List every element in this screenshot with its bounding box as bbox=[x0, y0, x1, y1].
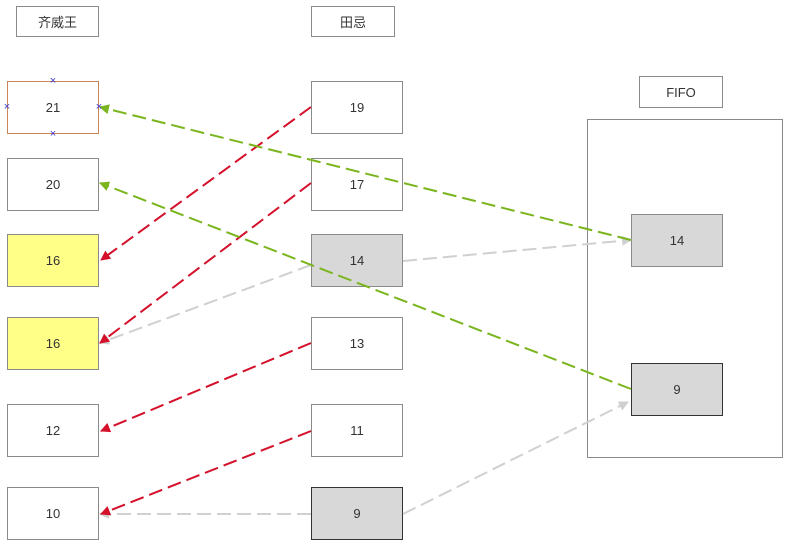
connector-green-fifo14-to-21 bbox=[99, 104, 632, 241]
connector-green-fifo9-to-20 bbox=[99, 181, 632, 390]
connector-red-17-to-16 bbox=[99, 182, 312, 344]
left-node-4[interactable]: 16 bbox=[7, 317, 99, 370]
middle-node-5[interactable]: 11 bbox=[311, 404, 403, 457]
middle-node-3[interactable]: 14 bbox=[311, 234, 403, 287]
fifo-node-1[interactable]: 14 bbox=[631, 214, 723, 267]
middle-node-6[interactable]: 9 bbox=[311, 487, 403, 540]
connector-gray-9-to-fifo bbox=[402, 401, 629, 515]
left-node-2[interactable]: 20 bbox=[7, 158, 99, 211]
connector-red-13-to-12 bbox=[100, 342, 312, 433]
selection-handle-bottom-icon[interactable]: × bbox=[49, 128, 57, 140]
left-node-6[interactable]: 10 bbox=[7, 487, 99, 540]
header-tian-ji: 田忌 bbox=[311, 6, 395, 37]
left-node-5[interactable]: 12 bbox=[7, 404, 99, 457]
fifo-container bbox=[587, 119, 783, 458]
middle-node-4[interactable]: 13 bbox=[311, 317, 403, 370]
connector-red-19-to-16 bbox=[100, 106, 312, 261]
connector-red-11-to-10 bbox=[100, 430, 312, 516]
fifo-node-2[interactable]: 9 bbox=[631, 363, 723, 416]
left-node-1[interactable]: 21 bbox=[7, 81, 99, 134]
connector-gray-14-to-left16 bbox=[99, 264, 312, 345]
selection-handle-top-icon[interactable]: × bbox=[49, 75, 57, 87]
left-node-3[interactable]: 16 bbox=[7, 234, 99, 287]
middle-node-1[interactable]: 19 bbox=[311, 81, 403, 134]
connector-gray-14-to-fifo bbox=[402, 235, 632, 262]
header-fifo: FIFO bbox=[639, 76, 723, 108]
selection-handle-right-icon[interactable]: × bbox=[95, 101, 103, 113]
middle-node-2[interactable]: 17 bbox=[311, 158, 403, 211]
selection-handle-left-icon[interactable]: × bbox=[3, 101, 11, 113]
header-qi-wei-wang: 齐威王 bbox=[16, 6, 99, 37]
